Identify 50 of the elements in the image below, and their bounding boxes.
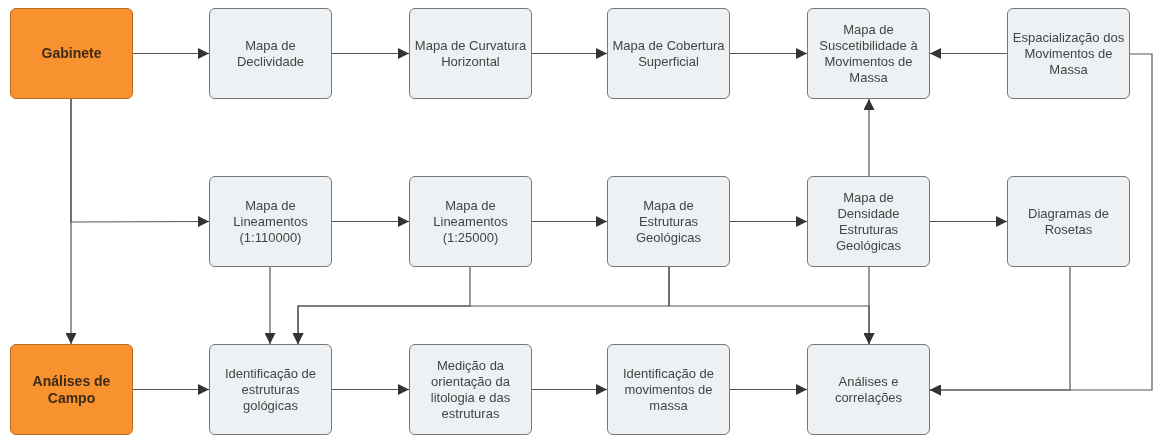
box-label: Mapa de Declividade bbox=[235, 37, 306, 70]
arrow bbox=[729, 384, 808, 395]
box-label: Mapa de Curvatura Horizontal bbox=[414, 37, 527, 70]
arrow bbox=[531, 48, 608, 59]
process-box bbox=[807, 344, 930, 435]
phase-box bbox=[10, 8, 133, 99]
arrow bbox=[929, 48, 1008, 59]
process-box bbox=[607, 176, 730, 267]
process-box bbox=[209, 344, 332, 435]
process-box bbox=[1007, 8, 1130, 99]
box-label: Mapa de Lineamentos (1:25000) bbox=[432, 197, 509, 246]
box-label: Mapa de Lineamentos (1:110000) bbox=[232, 197, 309, 246]
box-label: Mapa de Suscetibilidade à Movimentos de Massa bbox=[818, 21, 919, 86]
process-box bbox=[807, 8, 930, 99]
arrow bbox=[132, 384, 210, 395]
phase-box bbox=[10, 344, 133, 435]
arrow bbox=[531, 216, 608, 227]
box-label: Diagramas de Rosetas bbox=[1027, 205, 1110, 238]
box-label: Mapa de Estruturas Geológicas bbox=[634, 197, 702, 246]
arrow bbox=[531, 384, 608, 395]
box-label: Espacialização dos Movimentos de Massa bbox=[1012, 29, 1125, 78]
process-box bbox=[209, 176, 332, 267]
arrow bbox=[331, 384, 410, 395]
process-box bbox=[607, 8, 730, 99]
arrow bbox=[863, 98, 875, 177]
arrow bbox=[929, 53, 1153, 396]
process-box bbox=[209, 8, 332, 99]
process-box bbox=[607, 344, 730, 435]
box-label: Identificação de estruturas gológicas bbox=[223, 365, 318, 414]
arrow bbox=[264, 266, 276, 345]
process-box bbox=[409, 176, 532, 267]
box-label: Mapa de Densidade Estruturas Geológicas bbox=[834, 189, 902, 254]
arrow bbox=[331, 48, 410, 59]
process-box bbox=[1007, 176, 1130, 267]
arrow bbox=[729, 216, 808, 227]
arrow bbox=[929, 216, 1008, 227]
arrow bbox=[863, 266, 875, 345]
arrow bbox=[132, 48, 210, 59]
process-box bbox=[409, 8, 532, 99]
phase-label: Gabinete bbox=[41, 45, 102, 62]
box-label: Identificação de movimentos de massa bbox=[621, 365, 716, 414]
arrow bbox=[65, 98, 77, 345]
arrow bbox=[331, 216, 410, 227]
box-label: Medição da orientação da litologia e das estruturas bbox=[429, 357, 512, 422]
box-label: Mapa de Cobertura Superficial bbox=[612, 37, 725, 70]
arrow bbox=[729, 48, 808, 59]
process-box bbox=[409, 344, 532, 435]
process-box bbox=[807, 176, 930, 267]
box-label: Análises e correlações bbox=[833, 373, 904, 406]
phase-label: Análises de Campo bbox=[31, 372, 112, 407]
